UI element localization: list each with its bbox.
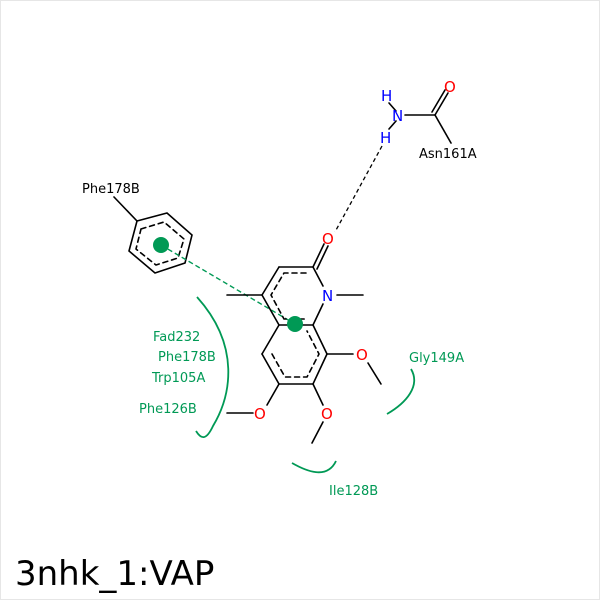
atom-n-ring: N bbox=[322, 287, 333, 305]
atom-o-ring: O bbox=[322, 230, 334, 248]
hydrophobic-arc-ile128b bbox=[291, 460, 337, 474]
phe178b-ring-centroid bbox=[153, 237, 169, 253]
diagram-title: 3nhk_1:VAP bbox=[15, 554, 214, 594]
residue-phe126b: Phe126B bbox=[139, 402, 197, 417]
atom-h-bottom: H bbox=[380, 129, 391, 147]
atom-o-methoxy-left: O bbox=[254, 405, 266, 423]
phe178b-ring bbox=[113, 196, 193, 274]
hydrogen-bond-line bbox=[334, 145, 383, 233]
atom-o-methoxy-right: O bbox=[356, 346, 368, 364]
residue-gly149a: Gly149A bbox=[409, 351, 464, 366]
pi-stacking-line bbox=[160, 244, 296, 325]
hydrophobic-arc-left bbox=[195, 296, 230, 439]
hydrophobic-arc-gly149a bbox=[386, 368, 416, 415]
residue-ile128b: Ile128B bbox=[329, 484, 378, 499]
residue-phe178b-top: Phe178B bbox=[82, 182, 140, 197]
ligand-core bbox=[226, 243, 382, 444]
asn161a-fragment bbox=[388, 89, 452, 144]
atom-o-methoxy-bottom: O bbox=[321, 405, 333, 423]
residue-fad232: Fad232 bbox=[153, 330, 200, 345]
atom-o-amide: O bbox=[444, 78, 456, 96]
residue-asn161a: Asn161A bbox=[419, 147, 477, 162]
residue-phe178b-mid: Phe178B bbox=[158, 350, 216, 365]
atom-n-amide: N bbox=[392, 107, 403, 125]
residue-trp105a: Trp105A bbox=[151, 371, 205, 386]
ligand-ring-centroid bbox=[287, 316, 303, 332]
hydrophobic-arcs bbox=[195, 296, 416, 474]
atom-h-top: H bbox=[381, 87, 392, 105]
